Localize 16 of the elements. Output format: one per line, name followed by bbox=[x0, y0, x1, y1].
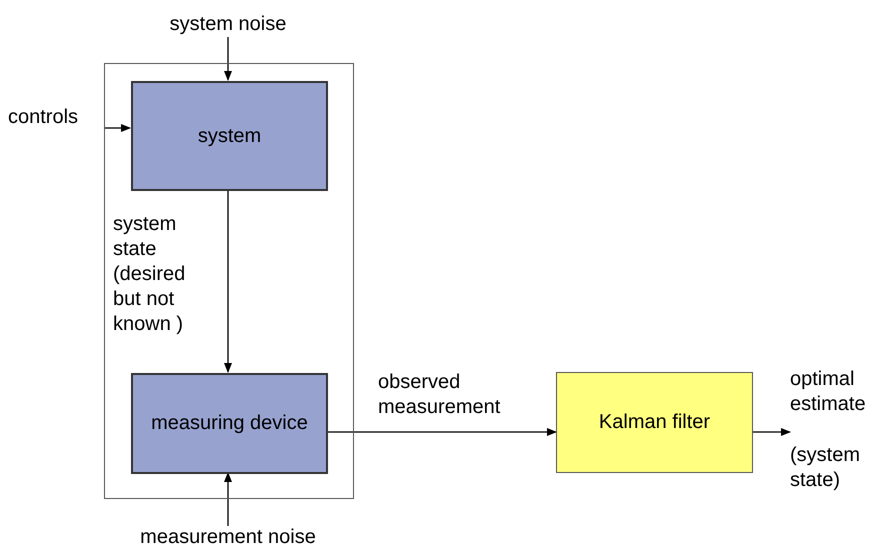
edge-label: system state (desired but not known ) bbox=[113, 213, 186, 335]
edge-label: observed measurement bbox=[378, 371, 500, 418]
input-label: system noise bbox=[140, 12, 316, 37]
arrow bbox=[224, 37, 232, 81]
arrow bbox=[753, 428, 791, 436]
process-box: Kalman filter bbox=[556, 372, 753, 473]
system-frame bbox=[104, 63, 354, 499]
arrow bbox=[224, 190, 232, 373]
arrow bbox=[104, 124, 131, 132]
input-label: measurement noise bbox=[112, 526, 344, 549]
arrow bbox=[327, 428, 557, 436]
input-label: controls bbox=[8, 105, 104, 130]
process-box: measuring device bbox=[131, 373, 328, 474]
arrow bbox=[224, 472, 232, 526]
output-label: optimal estimate (system state) bbox=[790, 367, 890, 493]
process-box: system bbox=[131, 81, 328, 191]
